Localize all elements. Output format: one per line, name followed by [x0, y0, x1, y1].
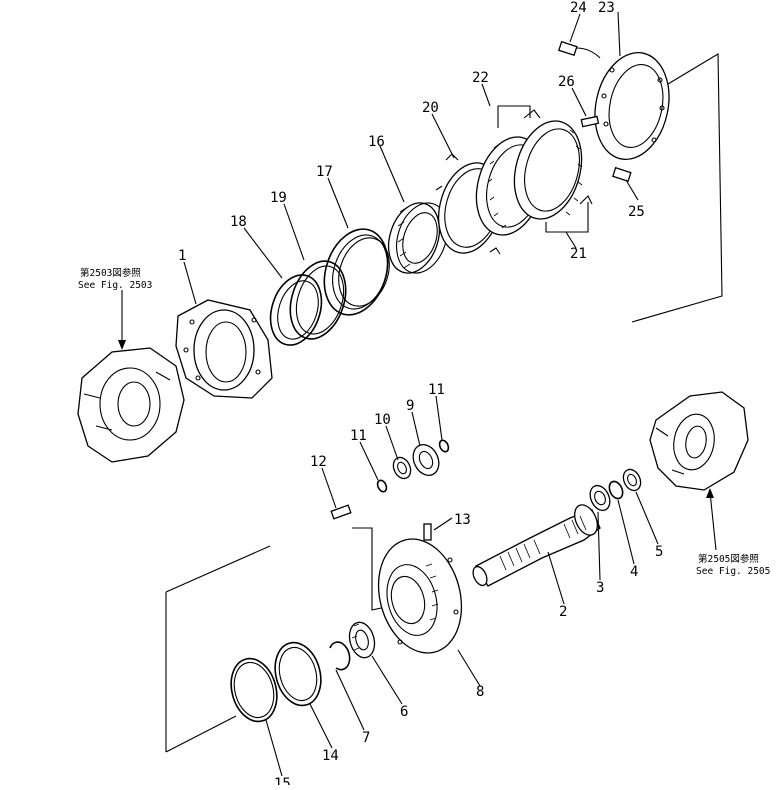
- part-23-plate: [594, 52, 670, 160]
- label-part-17: 17: [316, 164, 333, 180]
- part-13-pin: [423, 523, 432, 541]
- label-part-18: 18: [230, 214, 247, 230]
- part-3-bearing: [589, 484, 611, 512]
- arrow-fig2505: [706, 488, 714, 498]
- lower-assembly-boundary-top: [165, 545, 271, 593]
- label-part-22: 22: [472, 70, 489, 86]
- part-10-bearing: [392, 456, 412, 480]
- fig2503-ref-jp: 第2503図参照: [80, 267, 141, 279]
- part-24-plug: [558, 40, 601, 59]
- part-18-ring: [269, 274, 323, 346]
- fig2505-reference: 第2505図参照 See Fig. 2505: [696, 553, 770, 577]
- label-part-11-upper: 11: [428, 382, 445, 398]
- lower-assembly-boundary-bottom: [165, 715, 237, 753]
- part-11-ring-upper: [438, 439, 450, 453]
- part-6-bearing: [348, 621, 376, 659]
- bracket-21-22: [497, 105, 589, 233]
- label-part-2: 2: [559, 604, 567, 620]
- part-9-bearing: [412, 443, 440, 477]
- label-part-14: 14: [322, 748, 339, 764]
- fig2503-ref-en: See Fig. 2503: [78, 280, 152, 291]
- part-21-gear: [513, 109, 593, 220]
- label-part-12: 12: [310, 454, 327, 470]
- label-part-24: 24: [570, 0, 587, 16]
- label-part-8: 8: [476, 684, 484, 700]
- label-part-19: 19: [270, 190, 287, 206]
- upper-assembly-boundary: [631, 53, 723, 323]
- part-4-ring: [608, 480, 624, 500]
- label-part-21: 21: [570, 246, 587, 262]
- label-part-11-lower: 11: [350, 428, 367, 444]
- part-26-pin: [580, 115, 600, 128]
- bracket-22: [497, 105, 531, 128]
- part-19-ring: [289, 260, 347, 340]
- label-part-9: 9: [406, 398, 414, 414]
- label-part-16: 16: [368, 134, 385, 150]
- label-part-10: 10: [374, 412, 391, 428]
- part-2-shaft: [472, 504, 601, 587]
- part-5-bearing: [622, 468, 642, 492]
- label-part-3: 3: [596, 580, 604, 596]
- label-part-23: 23: [598, 0, 615, 16]
- label-part-6: 6: [400, 704, 408, 720]
- label-part-15: 15: [274, 776, 291, 785]
- part-11-ring-lower: [376, 479, 388, 493]
- part-12-pin: [330, 504, 352, 520]
- arrow-fig2503: [118, 340, 126, 350]
- part-25-plug: [612, 166, 632, 183]
- part-16-bearing: [387, 202, 448, 274]
- label-part-7: 7: [362, 730, 370, 746]
- bracket-21: [545, 202, 589, 233]
- part-1-housing: [175, 299, 273, 399]
- label-part-1: 1: [178, 248, 186, 264]
- part-7-snap-ring: [329, 641, 351, 671]
- label-leaders: [118, 11, 717, 777]
- part-8-carrier: [377, 538, 463, 654]
- part-15-ring: [230, 657, 278, 723]
- fig2505-ref-jp: 第2505図参照: [698, 553, 759, 565]
- label-part-26: 26: [558, 74, 575, 90]
- fig2503-reference: 第2503図参照 See Fig. 2503: [78, 267, 152, 291]
- label-part-13: 13: [454, 512, 471, 528]
- fig2505-housing: [649, 391, 749, 491]
- label-part-4: 4: [630, 564, 638, 580]
- label-part-25: 25: [628, 204, 645, 220]
- boundary-lines: [165, 53, 723, 753]
- label-part-20: 20: [422, 100, 439, 116]
- part-17-ring: [323, 228, 390, 316]
- fig2505-ref-en: See Fig. 2505: [696, 566, 770, 577]
- label-part-5: 5: [655, 544, 663, 560]
- part-14-ring: [274, 641, 322, 707]
- part-number-labels: 1 2 3 4 5 6 7 8 9 10 11 11 12 13 14 15 1…: [178, 0, 663, 790]
- fig2503-housing: [77, 347, 185, 463]
